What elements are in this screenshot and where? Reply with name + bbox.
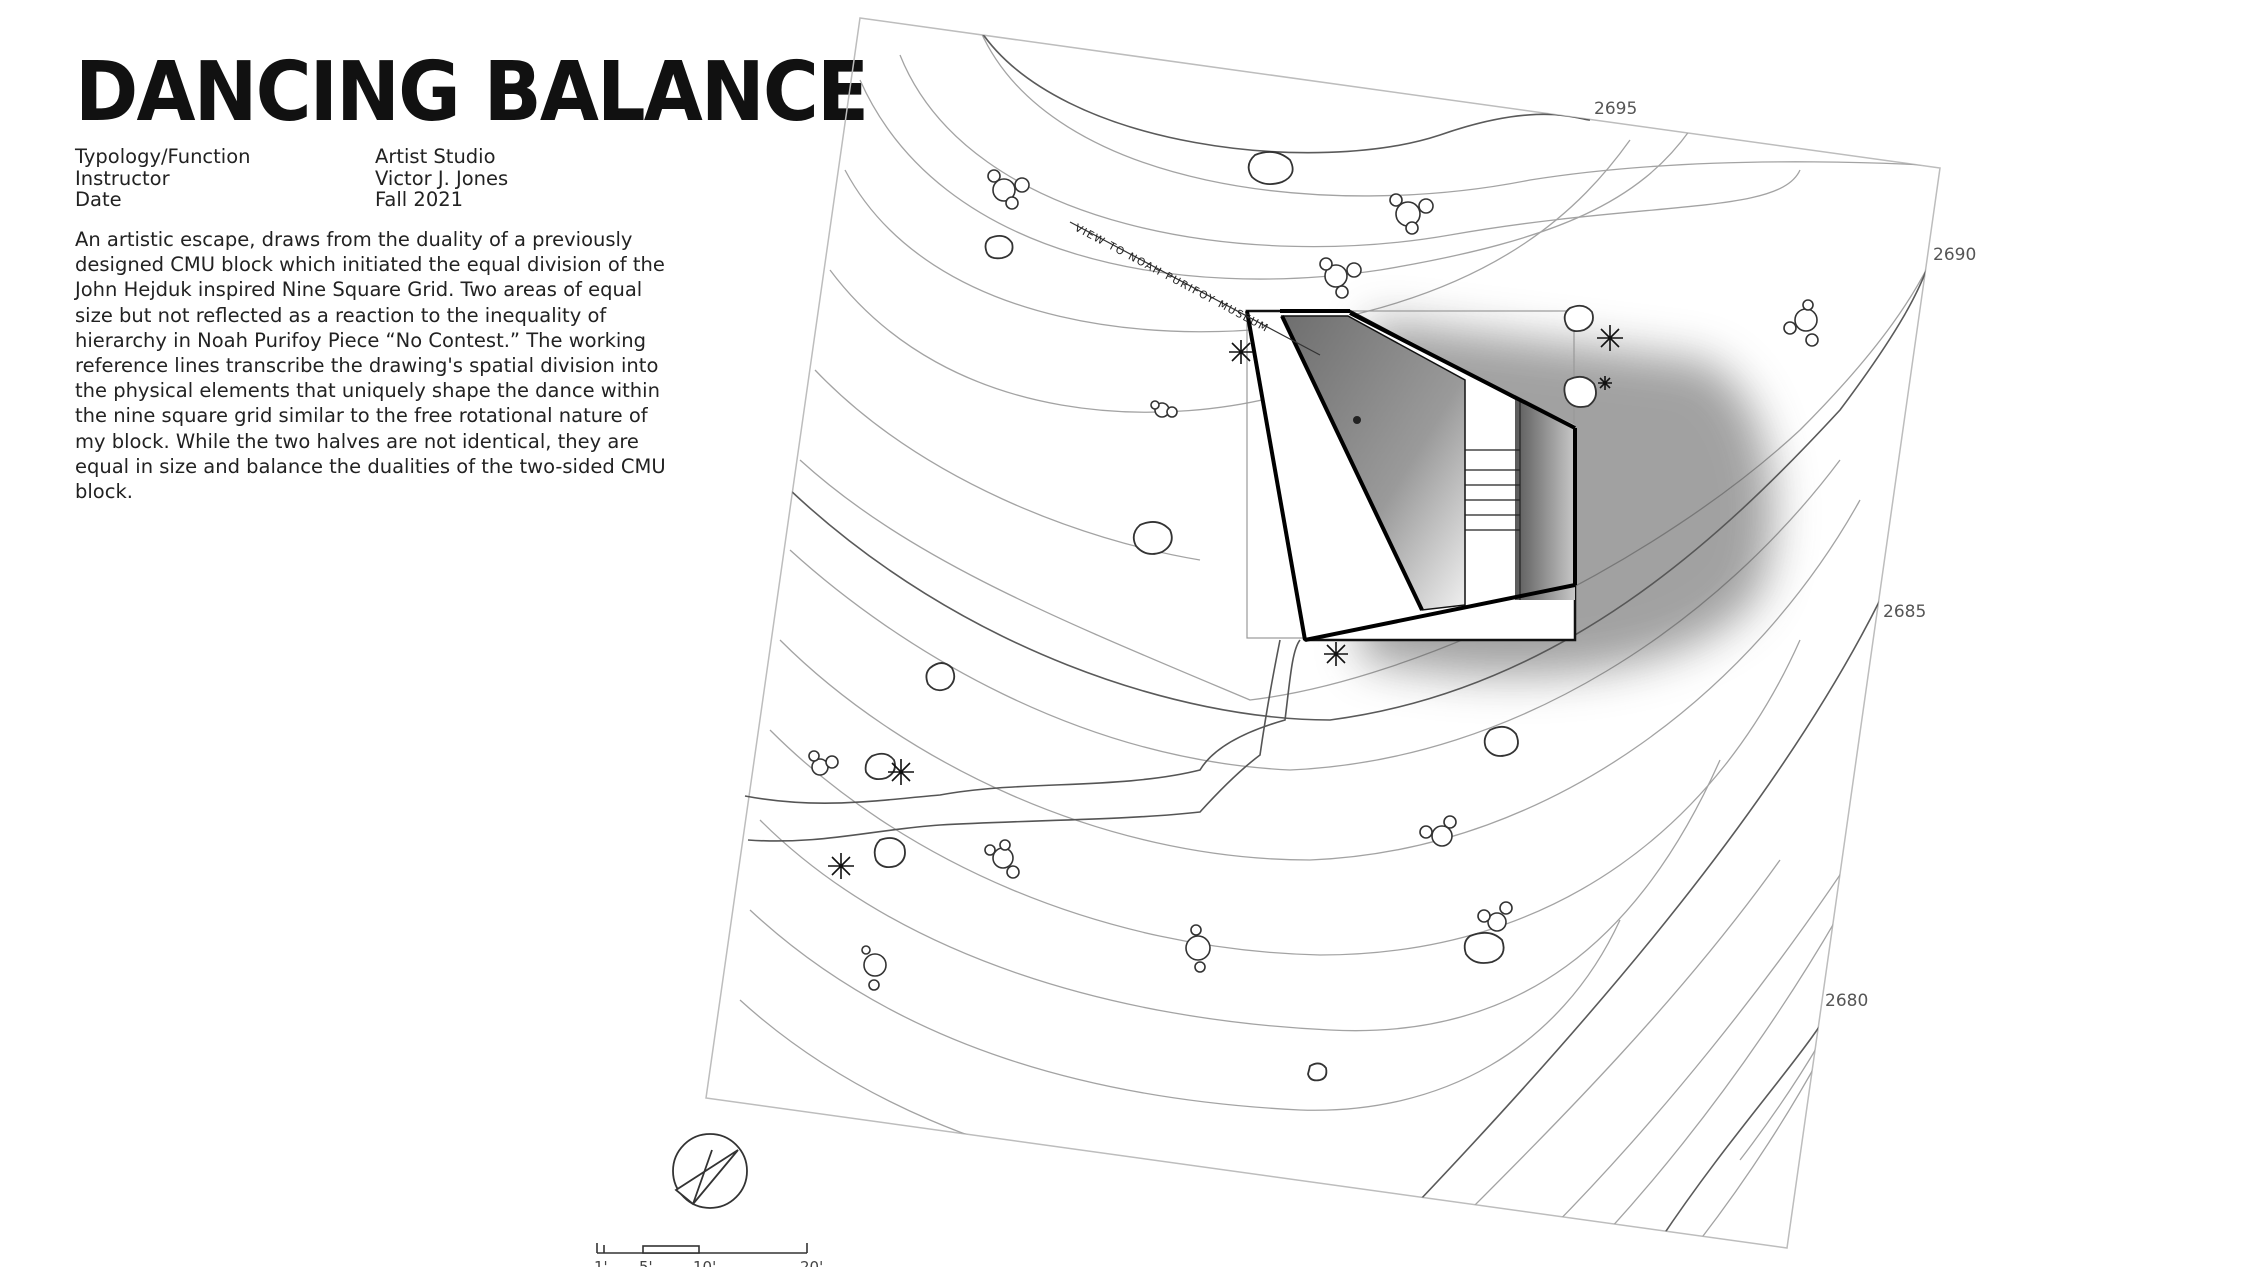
yucca-plants [828, 325, 1623, 879]
meta-label: Typology/Function [75, 145, 251, 168]
contour-label-2690: 2690 [1933, 245, 1976, 265]
meta-row-typology: Typology/Function Artist Studio [75, 146, 508, 168]
project-description: An artistic escape, draws from the duali… [75, 228, 666, 504]
north-arrow-icon [672, 1133, 748, 1209]
scale-bar [596, 1243, 808, 1254]
project-title: DANCING BALANCE [75, 45, 869, 140]
access-path [744, 639, 1301, 842]
boulders [864, 151, 1597, 1082]
east-wall-shade [1515, 395, 1575, 600]
meta-value: Fall 2021 [375, 188, 464, 211]
scale-label-20ft: 20' [800, 1258, 823, 1267]
contour-label-2680: 2680 [1825, 991, 1868, 1011]
meta-label: Instructor [75, 166, 170, 190]
meta-label: Date [75, 188, 122, 211]
shrubs [808, 169, 1819, 991]
contour-label-2695: 2695 [1594, 99, 1637, 119]
project-meta: Typology/Function Artist Studio Instruct… [75, 146, 508, 211]
studio-building [1245, 309, 1577, 642]
scale-label-1ft: 1' [594, 1258, 608, 1267]
view-line [1069, 221, 1321, 356]
meta-value: Victor J. Jones [375, 166, 509, 190]
scale-label-10ft: 10' [693, 1258, 716, 1267]
meta-row-instructor: Instructor Victor J. Jones [75, 166, 509, 190]
meta-value: Artist Studio [375, 145, 496, 168]
scale-label-5ft: 5' [639, 1258, 653, 1267]
contour-label-2685: 2685 [1883, 602, 1926, 622]
meta-row-date: Date Fall 2021 [75, 189, 508, 211]
